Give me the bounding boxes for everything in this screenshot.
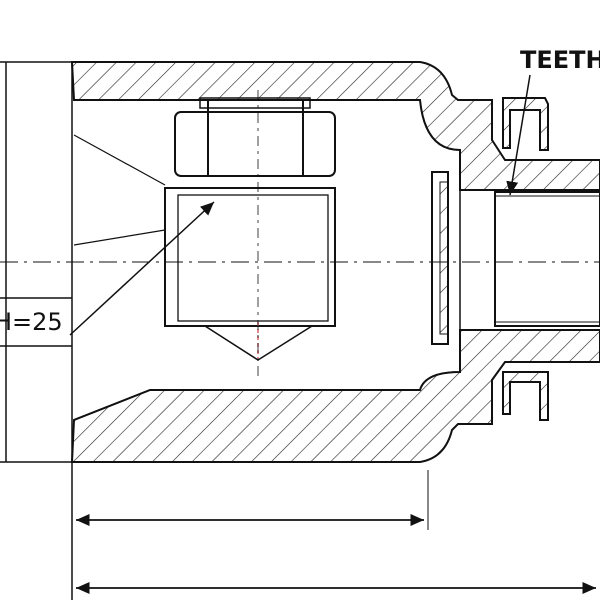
depth-leader-line	[69, 201, 215, 336]
roller-cap	[199, 97, 311, 109]
shaft-spline-bore	[494, 191, 600, 327]
spider-bore-inner	[177, 194, 329, 322]
neck-seal	[439, 181, 449, 335]
roller-head	[174, 111, 336, 177]
cone-line-upper	[73, 134, 166, 186]
teeth-leader-line	[506, 74, 531, 196]
depth-label: H=25	[0, 308, 63, 336]
inner-cavity	[73, 99, 461, 421]
roller-core	[207, 99, 304, 177]
spider-bore-outer	[164, 187, 336, 327]
cone-line-lower	[73, 229, 166, 246]
teeth-label: TEETH	[520, 46, 600, 74]
housing-lower-section	[70, 329, 600, 463]
abs-ring-upper	[502, 97, 549, 151]
abs-ring-lower	[502, 371, 549, 421]
